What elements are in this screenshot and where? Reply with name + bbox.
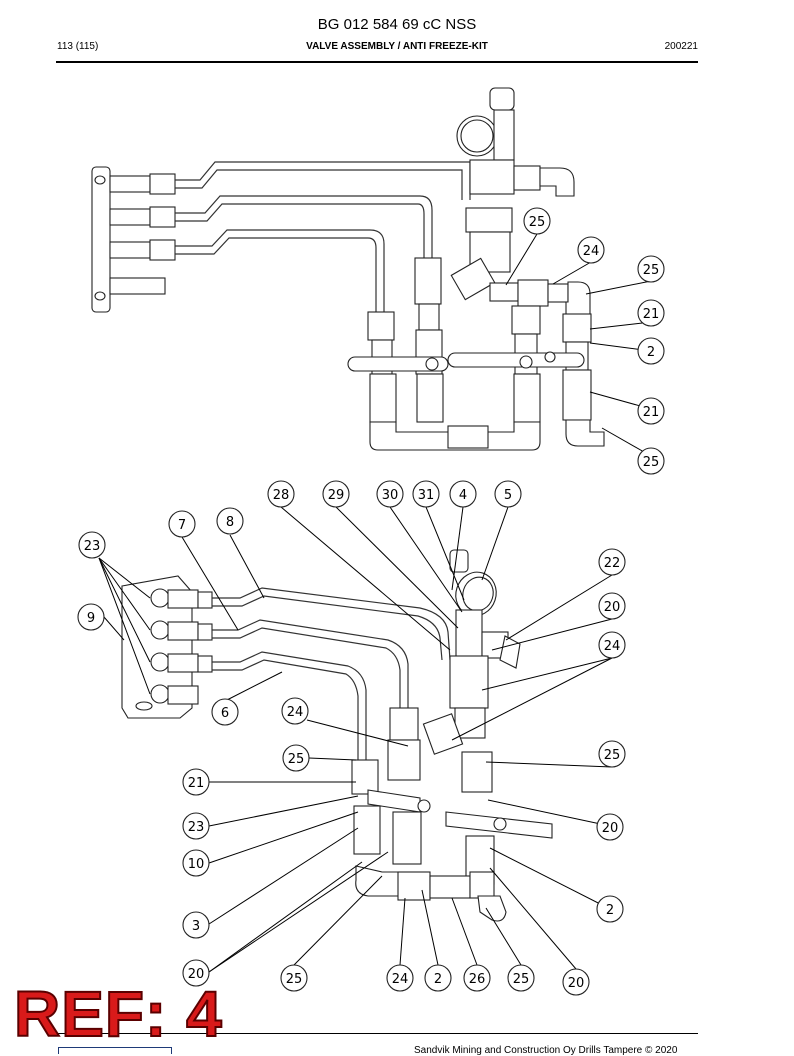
- callout-label: 25: [604, 748, 621, 763]
- callout-bubble: 23: [78, 531, 106, 559]
- callout-bubble: 3: [182, 911, 210, 939]
- callout-label: 6: [221, 706, 229, 721]
- callout-bubble: 2: [596, 895, 624, 923]
- callout-label: 25: [286, 972, 303, 987]
- callout-label: 7: [178, 518, 186, 533]
- callout-label: 23: [188, 820, 205, 835]
- footer-rule: [56, 1033, 698, 1034]
- callout-bubble: 10: [182, 849, 210, 877]
- callout-bubble: 8: [216, 507, 244, 535]
- callout-bubble: 29: [322, 480, 350, 508]
- page-number: 113 (115): [57, 41, 99, 52]
- callout-bubble: 25: [280, 964, 308, 992]
- callout-bubble: 24: [386, 964, 414, 992]
- callout-label: 10: [188, 857, 205, 872]
- callout-bubble: 26: [463, 964, 491, 992]
- callout-bubble: 31: [412, 480, 440, 508]
- callout-label: 21: [188, 776, 205, 791]
- callout-label: 25: [643, 455, 660, 470]
- callout-label: 25: [643, 263, 660, 278]
- callout-label: 26: [469, 972, 486, 987]
- document-date: 200221: [664, 41, 698, 52]
- callout-label: 8: [226, 515, 234, 530]
- callout-bubble: 25: [598, 740, 626, 768]
- callout-bubble: 25: [282, 744, 310, 772]
- callout-bubble: 24: [577, 236, 605, 264]
- company-logo: [58, 1047, 172, 1054]
- callout-label: 31: [418, 488, 435, 503]
- callout-bubble: 25: [507, 964, 535, 992]
- callout-bubble: 5: [494, 480, 522, 508]
- callout-bubble: 20: [596, 813, 624, 841]
- callout-label: 2: [606, 903, 614, 918]
- callout-label: 29: [328, 488, 345, 503]
- callout-label: 2: [434, 972, 442, 987]
- callout-label: 24: [392, 972, 409, 987]
- callout-bubble: 24: [281, 697, 309, 725]
- callout-label: 9: [87, 611, 95, 626]
- callout-label: 4: [459, 488, 467, 503]
- callout-bubble: 25: [637, 255, 665, 283]
- callout-bubble: 21: [637, 397, 665, 425]
- callout-bubble: 20: [598, 592, 626, 620]
- callout-label: 20: [604, 600, 621, 615]
- callout-label: 25: [288, 752, 305, 767]
- callout-label: 20: [568, 976, 585, 991]
- callout-label: 20: [188, 967, 205, 982]
- callout-bubble: 4: [449, 480, 477, 508]
- lower-callouts: 28 29 30 31 4 5 7 8 23 9 22 20 24 6 24 2…: [77, 480, 626, 996]
- callout-label: 25: [513, 972, 530, 987]
- callout-bubble: 25: [637, 447, 665, 475]
- callout-label: 2: [647, 345, 655, 360]
- callout-label: 20: [602, 821, 619, 836]
- callout-bubble: 24: [598, 631, 626, 659]
- upper-assembly-diagram: [91, 87, 605, 451]
- callout-bubble: 2: [637, 337, 665, 365]
- callout-bubble: 20: [182, 959, 210, 987]
- callout-label: 24: [287, 705, 304, 720]
- callout-label: 21: [643, 307, 660, 322]
- callout-bubble: 20: [562, 968, 590, 996]
- callout-bubble: 30: [376, 480, 404, 508]
- callout-label: 24: [604, 639, 621, 654]
- ref-stamp: REF: 4: [13, 978, 223, 1050]
- callout-label: 25: [529, 215, 546, 230]
- callout-bubble: 9: [77, 603, 105, 631]
- callout-label: 24: [583, 244, 600, 259]
- callout-label: 30: [382, 488, 399, 503]
- callout-label: 21: [643, 405, 660, 420]
- callout-bubble: 23: [182, 812, 210, 840]
- callout-bubble: 22: [598, 548, 626, 576]
- callout-label: 23: [84, 539, 101, 554]
- callout-bubble: 21: [637, 299, 665, 327]
- footer-copyright: Sandvik Mining and Construction Oy Drill…: [414, 1045, 678, 1056]
- drawing-title: VALVE ASSEMBLY / ANTI FREEZE-KIT: [306, 41, 488, 52]
- callout-label: 22: [604, 556, 621, 571]
- upper-callouts: 25 24 25 21 2 21 25: [523, 207, 665, 475]
- callout-label: 28: [273, 488, 290, 503]
- document-id: BG 012 584 69 cC NSS: [317, 16, 477, 33]
- callout-bubble: 21: [182, 768, 210, 796]
- callout-bubble: 25: [523, 207, 551, 235]
- callout-bubble: 6: [211, 698, 239, 726]
- callout-bubble: 28: [267, 480, 295, 508]
- header-rule: [56, 61, 698, 63]
- lower-leader-lines: [98, 506, 613, 973]
- callout-label: 5: [504, 488, 512, 503]
- lower-assembly-diagram: [121, 549, 553, 922]
- callout-bubble: 2: [424, 964, 452, 992]
- callout-label: 3: [192, 919, 200, 934]
- callout-bubble: 7: [168, 510, 196, 538]
